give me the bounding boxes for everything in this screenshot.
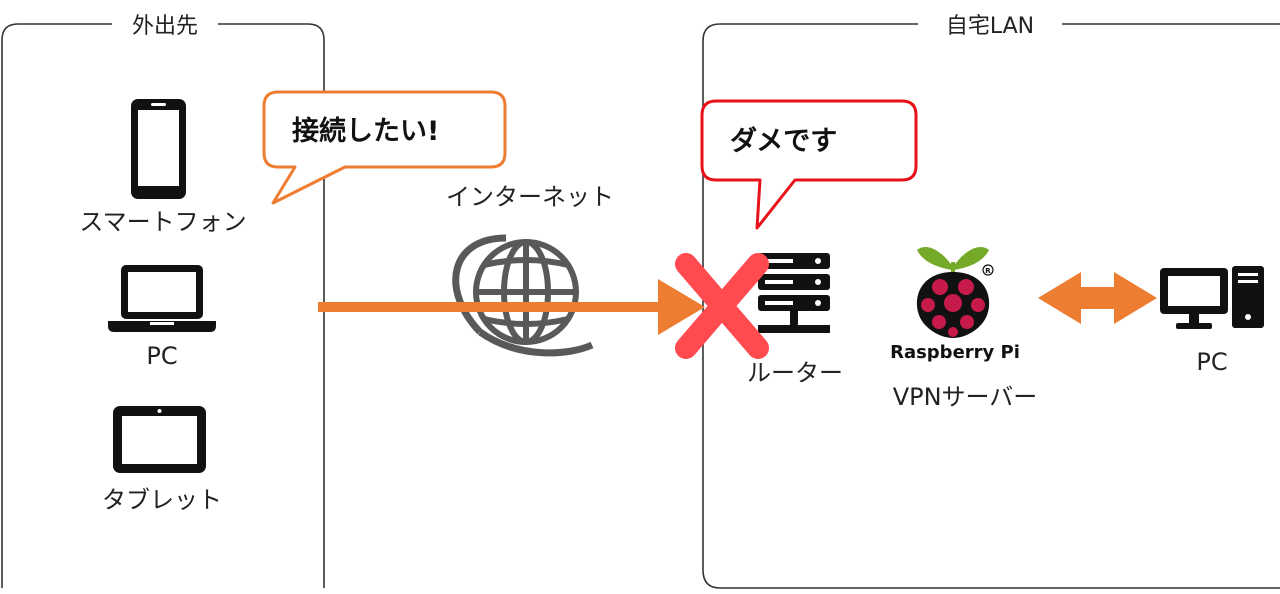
callout-denied-text: ダメです: [730, 125, 837, 157]
device-smartphone: スマートフォン: [79, 99, 247, 236]
callout-connect-text: 接続したい!: [292, 116, 439, 147]
smartphone-label: スマートフォン: [79, 208, 246, 236]
callout-connect-bubble: [262, 90, 507, 205]
vpn-server-label: VPNサーバー: [893, 383, 1038, 411]
device-router: ルーター: [747, 253, 843, 387]
device-vpn-server: R Raspberry Pi VPNサーバー: [890, 246, 1038, 411]
connection-arrow: [318, 279, 705, 335]
callout-connect: 接続したい!: [262, 90, 507, 205]
device-laptop: PC: [108, 265, 216, 370]
blocked-x-icon: [675, 253, 769, 359]
svg-text:R: R: [985, 267, 991, 275]
desktop-pc-icon: [1160, 266, 1264, 329]
callout-denied: ダメです: [700, 99, 918, 230]
tablet-icon: [113, 406, 206, 473]
group-outside-border: [1, 23, 325, 588]
internet-label: インターネット: [446, 183, 614, 211]
raspberry-pi-brand: Raspberry Pi: [890, 342, 1020, 363]
smartphone-icon: [131, 99, 186, 199]
globe-icon: [452, 234, 594, 357]
laptop-icon: [108, 265, 216, 332]
group-home-border: [702, 23, 1280, 589]
group-outside: 外出先: [1, 14, 325, 588]
home-pc-label: PC: [1196, 348, 1227, 376]
callout-denied-bubble: [700, 99, 918, 230]
raspberry-pi-icon: R: [916, 246, 994, 338]
tablet-label: タブレット: [102, 486, 222, 514]
laptop-label: PC: [146, 342, 177, 370]
device-home-pc: PC: [1160, 266, 1264, 376]
group-home: 自宅LAN: [702, 14, 1280, 589]
router-server-icon: [758, 253, 830, 333]
router-label: ルーター: [747, 359, 843, 387]
group-outside-title: 外出先: [132, 14, 198, 39]
group-home-title: 自宅LAN: [946, 14, 1034, 39]
device-tablet: タブレット: [102, 406, 222, 514]
lan-double-arrow: [1038, 272, 1157, 324]
internet: インターネット: [446, 183, 614, 357]
